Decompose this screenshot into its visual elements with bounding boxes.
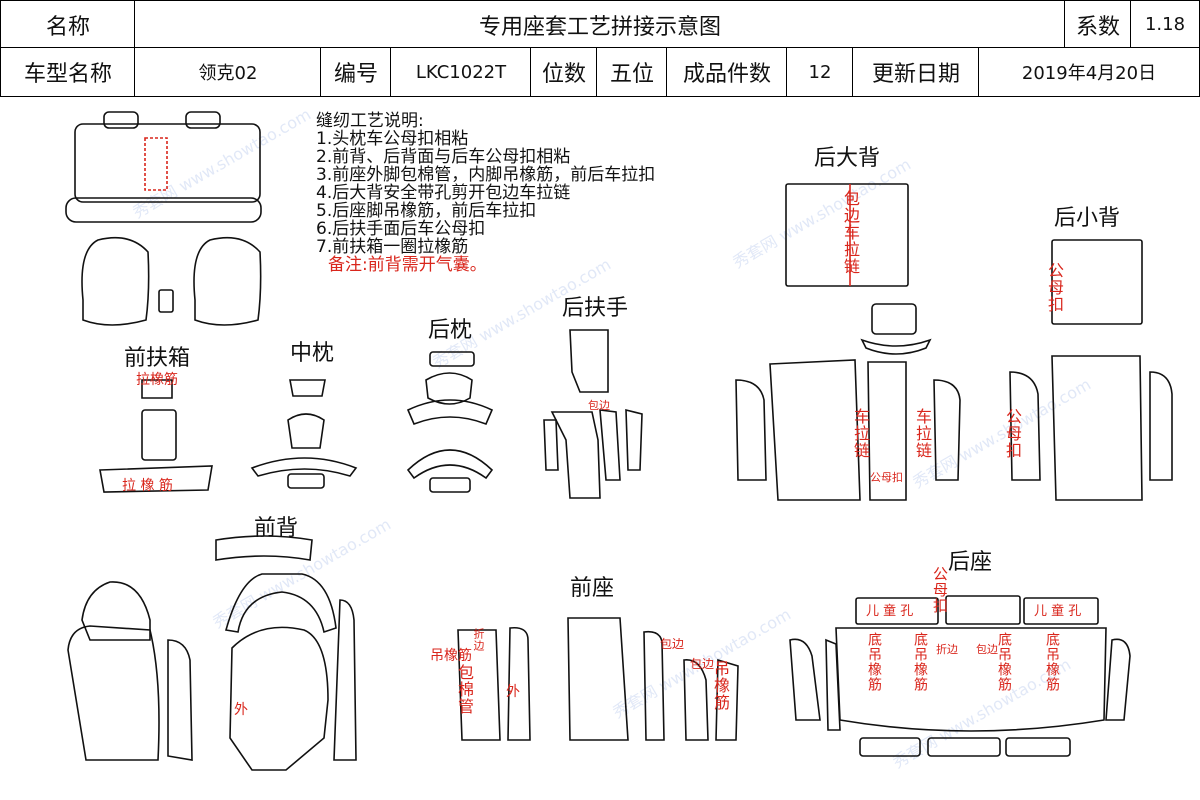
- rear-small-back-pieces: [1009, 239, 1173, 501]
- seats-label: 位数: [530, 47, 598, 97]
- annotation-bottom-elastic: 底吊橡筋: [996, 632, 1012, 692]
- note-item: 4.后大背安全带孔剪开包边车拉链: [316, 183, 571, 203]
- label-front-seat: 前座: [570, 576, 615, 601]
- header-table: 名称 专用座套工艺拼接示意图 系数 1.18 车型名称 领克02 编号 LKC1…: [0, 0, 1200, 97]
- note-item: 7.前扶箱一圈拉橡筋: [316, 237, 469, 257]
- label-rear-pillow: 后枕: [428, 318, 473, 343]
- label-front-back: 前背: [254, 516, 299, 541]
- label-rear-armrest: 后扶手: [562, 296, 629, 321]
- annotation-child-hole-left: 儿 童 孔: [866, 604, 914, 619]
- annotation-snap-small: 公母扣: [870, 471, 903, 484]
- annotation-outer: 外: [234, 702, 248, 718]
- front-seat-pieces: [457, 617, 739, 741]
- seats-value: 五位: [596, 47, 668, 97]
- rear-big-back-pieces: [735, 183, 961, 501]
- date-label: 更新日期: [852, 47, 980, 97]
- annotation-snap-rear-seat: 公母扣: [931, 566, 949, 614]
- annotation-hole: 包边: [588, 399, 610, 412]
- annotation-fold-edge: 折边: [936, 643, 958, 656]
- label-front-armbox: 前扶箱: [124, 346, 191, 371]
- annotation-edge: 包边: [660, 637, 685, 651]
- annotation-pull-elastic-bottom: 拉 橡 筋: [122, 478, 173, 494]
- model-label: 车型名称: [0, 47, 136, 97]
- code-value: LKC1022T: [390, 47, 532, 97]
- annotation-snap: 公母扣: [1045, 262, 1064, 313]
- pieces-label: 成品件数: [666, 47, 788, 97]
- name-label: 名称: [0, 0, 136, 49]
- note-item: 2.前背、后背面与后车公母扣相粘: [316, 147, 571, 167]
- notes-remark: 备注:前背需开气囊。: [328, 255, 487, 275]
- notes-title: 缝纫工艺说明:: [316, 111, 424, 131]
- label-rear-big-back: 后大背: [814, 146, 881, 171]
- annotation-fold: 折边: [472, 628, 485, 652]
- annotation-edge-zipper: 包边车拉链: [841, 190, 860, 275]
- front-back-pieces: [67, 535, 357, 771]
- annotation-snap-small-back: 公母扣: [1003, 408, 1022, 459]
- note-item: 3.前座外脚包棉管，内脚吊橡筋，前后车拉扣: [316, 165, 656, 185]
- coef-value: 1.18: [1130, 0, 1200, 49]
- annotation-hang-elastic: 吊橡筋: [430, 648, 472, 664]
- annotation-bottom-elastic: 底吊橡筋: [912, 632, 928, 692]
- annotation-bottom-elastic: 底吊橡筋: [1044, 632, 1060, 692]
- front-armbox-pieces: [99, 379, 213, 493]
- note-item: 1.头枕车公母扣相粘: [316, 129, 469, 149]
- annotation-child-hole-right: 儿 童 孔: [1034, 604, 1082, 619]
- seat-overview: [65, 111, 262, 326]
- annotation-pull-elastic: 拉橡筋: [136, 372, 178, 388]
- note-item: 6.后扶手面后车公母扣: [316, 219, 486, 239]
- sewing-notes: 缝纫工艺说明: 1.头枕车公母扣相粘 2.前背、后背面与后车公母扣相粘 3.前座…: [316, 112, 655, 274]
- annotation-outer-seat: 外: [506, 684, 520, 700]
- coef-label: 系数: [1064, 0, 1132, 49]
- rear-armrest-pieces: [543, 329, 643, 499]
- annotation-zipper-right: 车拉链: [913, 408, 932, 459]
- center-pillow-pieces: [250, 379, 358, 489]
- annotation-bottom-elastic: 底吊橡筋: [866, 632, 882, 692]
- label-rear-small-back: 后小背: [1054, 206, 1121, 231]
- annotation-edge-label: 包边: [976, 643, 998, 656]
- label-center-pillow: 中枕: [290, 341, 335, 366]
- rear-seat-pieces: [789, 595, 1131, 757]
- rear-pillow-pieces: [406, 351, 494, 493]
- date-value: 2019年4月20日: [978, 47, 1200, 97]
- annotation-zipper-left: 车拉链: [851, 408, 870, 459]
- note-item: 5.后座脚吊橡筋，前后车拉扣: [316, 201, 537, 221]
- pieces-value: 12: [786, 47, 854, 97]
- annotation-cotton-tube: 包棉管: [455, 664, 474, 715]
- label-rear-seat: 后座: [948, 550, 993, 575]
- annotation-hang-elastic-right: 吊橡筋: [711, 660, 730, 711]
- annotation-edge-right: 包边: [690, 657, 715, 671]
